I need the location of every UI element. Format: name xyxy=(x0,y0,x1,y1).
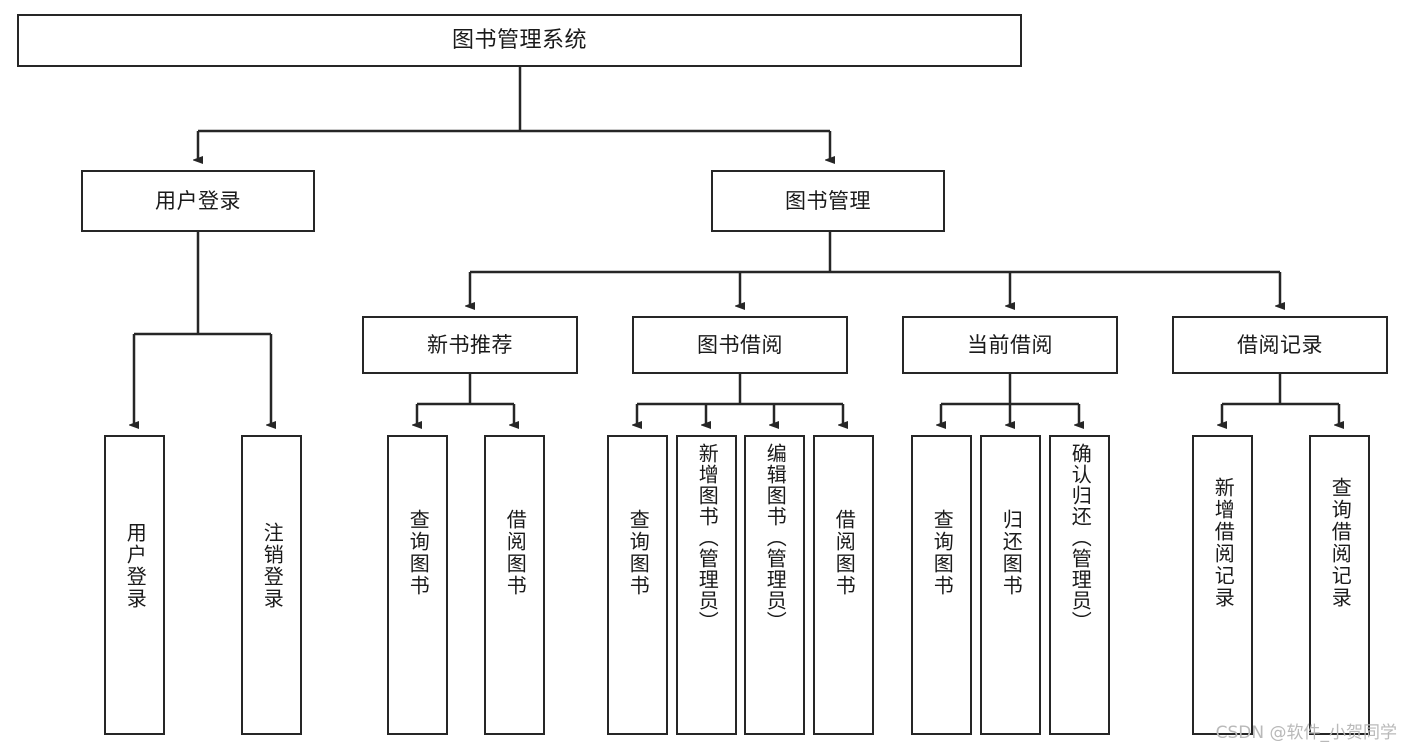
node-label: 编辑图书（管理员） xyxy=(763,443,788,632)
leaf-user-login[interactable]: 用户登录 xyxy=(104,435,165,735)
node-borrow-record[interactable]: 借阅记录 xyxy=(1172,316,1388,374)
leaf-borrow-book-recommend[interactable]: 借阅图书 xyxy=(484,435,545,735)
node-label: 查询图书 xyxy=(930,509,955,597)
node-current-borrow[interactable]: 当前借阅 xyxy=(902,316,1118,374)
leaf-return-book[interactable]: 归还图书 xyxy=(980,435,1041,735)
node-label: 用户登录 xyxy=(155,188,241,213)
node-label: 图书管理 xyxy=(785,188,871,213)
node-label: 图书借阅 xyxy=(697,332,783,357)
node-book-borrow[interactable]: 图书借阅 xyxy=(632,316,848,374)
node-label: 归还图书 xyxy=(999,509,1024,597)
leaf-query-book-recommend[interactable]: 查询图书 xyxy=(387,435,448,735)
leaf-query-book-borrow[interactable]: 查询图书 xyxy=(607,435,668,735)
node-new-book-recommend[interactable]: 新书推荐 xyxy=(362,316,578,374)
node-label: 确认归还（管理员） xyxy=(1068,443,1093,632)
csdn-watermark: CSDN @软件_小贺同学 xyxy=(1215,723,1397,743)
leaf-edit-book-admin[interactable]: 编辑图书（管理员） xyxy=(744,435,805,735)
node-label: 图书管理系统 xyxy=(451,27,587,53)
leaf-borrow-book[interactable]: 借阅图书 xyxy=(813,435,874,735)
node-label: 查询图书 xyxy=(406,509,431,597)
node-label: 新增借阅记录 xyxy=(1211,477,1236,609)
node-book-management[interactable]: 图书管理 xyxy=(711,170,945,232)
node-user-login[interactable]: 用户登录 xyxy=(81,170,315,232)
node-label: 新增图书（管理员） xyxy=(695,443,720,632)
node-label: 用户登录 xyxy=(123,522,148,610)
node-label: 借阅记录 xyxy=(1237,332,1323,357)
leaf-add-book-admin[interactable]: 新增图书（管理员） xyxy=(676,435,737,735)
node-label: 借阅图书 xyxy=(832,509,857,597)
node-label: 查询图书 xyxy=(626,509,651,597)
leaf-add-borrow-record[interactable]: 新增借阅记录 xyxy=(1192,435,1253,735)
leaf-confirm-return-admin[interactable]: 确认归还（管理员） xyxy=(1049,435,1110,735)
node-label: 当前借阅 xyxy=(967,332,1053,357)
node-label: 注销登录 xyxy=(260,522,285,610)
node-label: 借阅图书 xyxy=(503,509,528,597)
node-label: 新书推荐 xyxy=(427,332,513,357)
leaf-query-book-current[interactable]: 查询图书 xyxy=(911,435,972,735)
leaf-query-borrow-record[interactable]: 查询借阅记录 xyxy=(1309,435,1370,735)
node-root-book-management-system[interactable]: 图书管理系统 xyxy=(17,14,1022,67)
leaf-user-logout[interactable]: 注销登录 xyxy=(241,435,302,735)
node-label: 查询借阅记录 xyxy=(1328,477,1353,609)
